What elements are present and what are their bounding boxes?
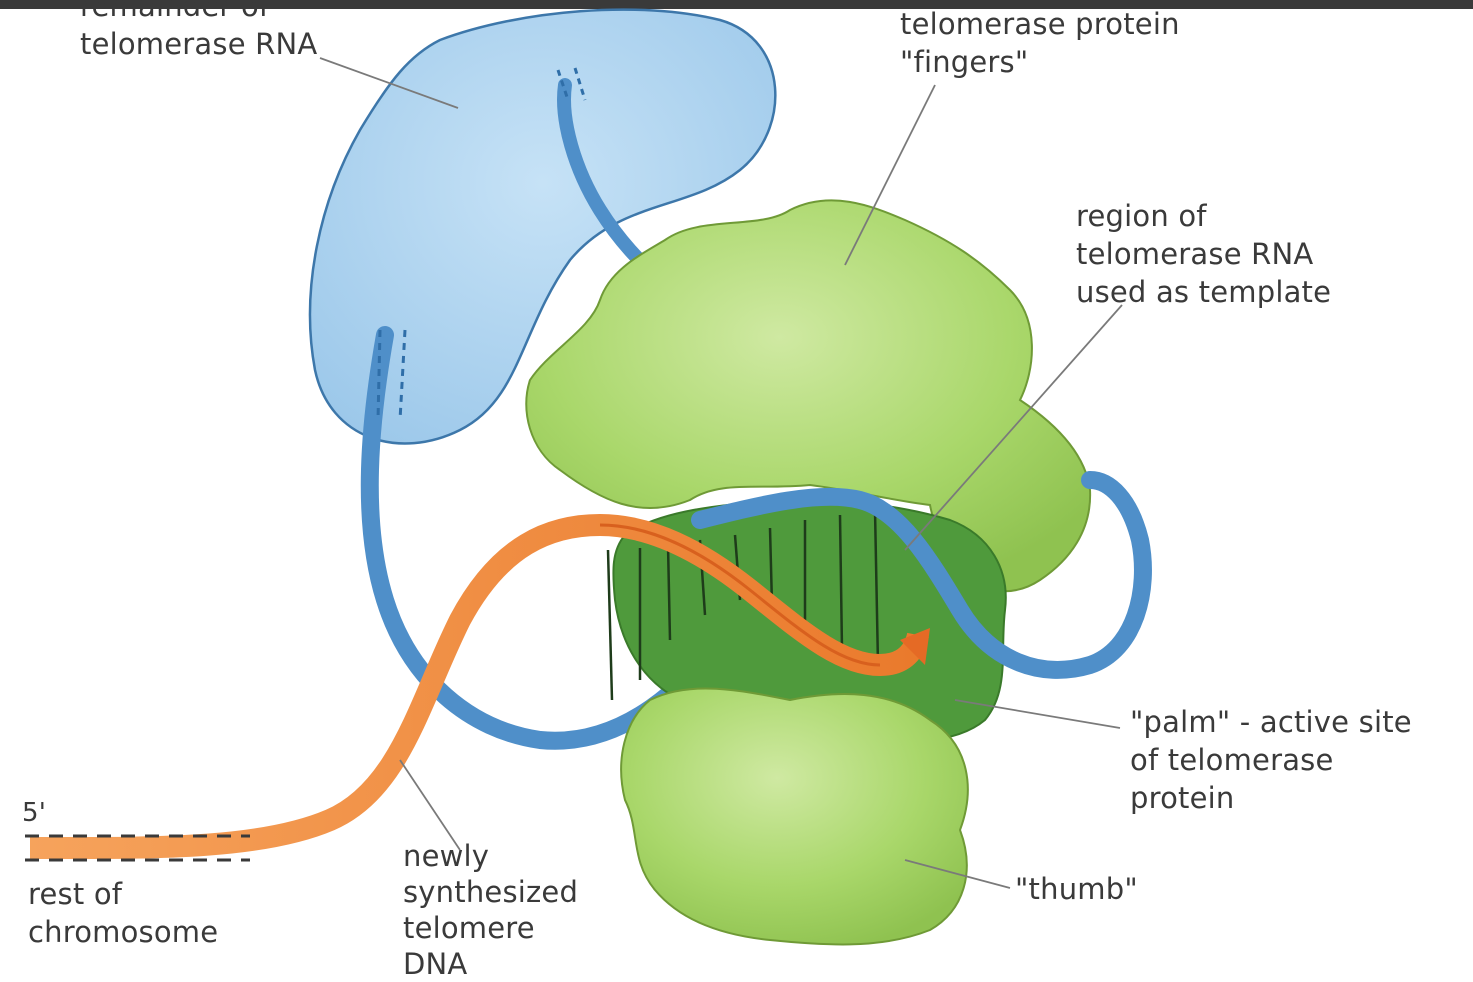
label-line: 5' — [22, 794, 46, 832]
label-line: newly — [403, 838, 578, 874]
label-line: "thumb" — [1015, 870, 1138, 908]
label-line: DNA — [403, 946, 578, 982]
label-line: "fingers" — [900, 43, 1180, 81]
label-line: remainder of — [80, 0, 317, 25]
label-line: rest of — [28, 875, 218, 913]
label-line: telomerase RNA — [80, 25, 317, 63]
label-rest-of-chromosome: rest of chromosome — [28, 875, 218, 951]
label-line: synthesized — [403, 874, 578, 910]
label-line: of telomerase — [1130, 741, 1412, 779]
label-line: region of — [1076, 197, 1331, 235]
label-palm: "palm" - active site of telomerase prote… — [1130, 703, 1412, 817]
label-line: telomere — [403, 910, 578, 946]
label-fingers: telomerase protein "fingers" — [900, 5, 1180, 81]
label-template-region: region of telomerase RNA used as templat… — [1076, 197, 1331, 311]
label-line: protein — [1130, 779, 1412, 817]
label-rna-remainder: remainder of telomerase RNA — [80, 0, 317, 63]
label-line: "palm" - active site — [1130, 703, 1412, 741]
label-line: chromosome — [28, 913, 218, 951]
label-new-dna: newly synthesized telomere DNA — [403, 838, 578, 982]
label-line: telomerase protein — [900, 5, 1180, 43]
label-line: used as template — [1076, 273, 1331, 311]
label-thumb: "thumb" — [1015, 870, 1138, 908]
label-line: telomerase RNA — [1076, 235, 1331, 273]
label-five-prime: 5' — [22, 794, 46, 832]
protein-thumb — [621, 688, 968, 944]
